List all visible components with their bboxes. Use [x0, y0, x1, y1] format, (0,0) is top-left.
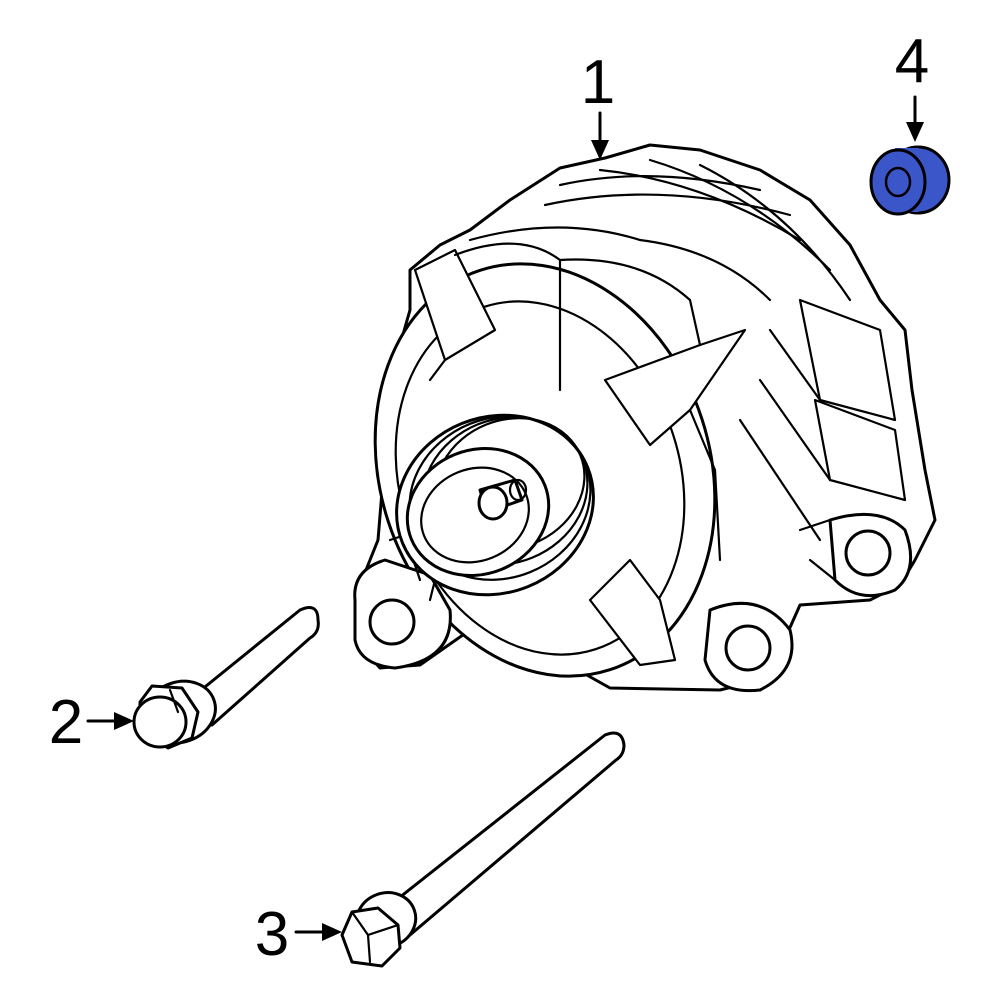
callout-number-3: 3	[255, 900, 289, 969]
callout-number-4: 4	[895, 27, 929, 96]
callout-number-2: 2	[49, 688, 83, 757]
callout-arrow-3	[294, 923, 342, 941]
bolt-short[interactable]	[132, 606, 320, 753]
callout-arrow-1	[591, 111, 609, 160]
alternator[interactable]	[323, 143, 937, 721]
bolt-long[interactable]	[340, 731, 626, 968]
bushing[interactable]	[869, 145, 951, 216]
callout-arrow-4	[906, 95, 924, 142]
callout-number-1: 1	[581, 48, 615, 117]
callout-arrow-2	[86, 712, 134, 730]
